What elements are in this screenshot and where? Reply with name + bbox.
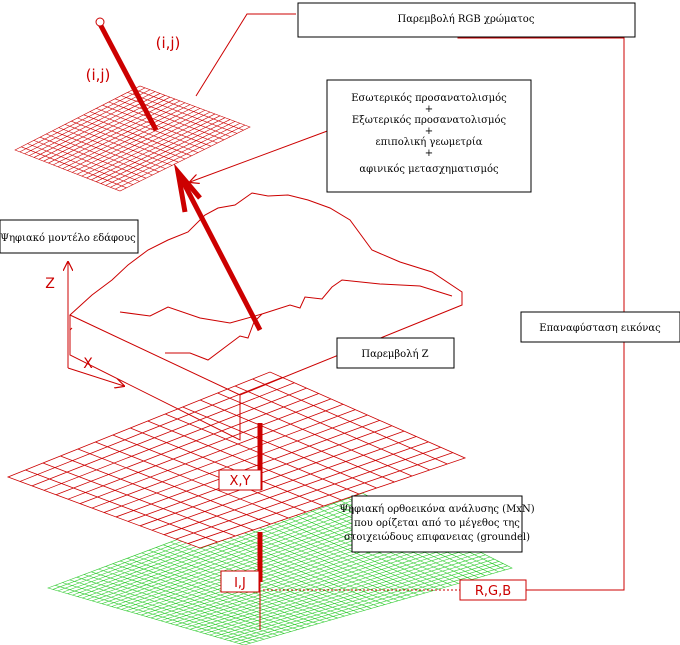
orientation-line-2: + bbox=[425, 104, 433, 115]
rgb-interp-label: Παρεμβολή RGB χρώματος bbox=[398, 14, 535, 25]
axes bbox=[68, 262, 124, 386]
projection-center bbox=[95, 17, 105, 27]
rgb-interp-box: Παρεμβολή RGB χρώματος bbox=[297, 2, 636, 38]
projection-rays bbox=[97, 22, 263, 582]
z-interp-box: Παρεμβολή Z bbox=[336, 337, 455, 369]
connector-lines bbox=[190, 13, 625, 591]
resampling-label: Επαναφύσταση εικόνας bbox=[539, 323, 661, 334]
ij-label-box: I,J bbox=[220, 570, 260, 593]
axis-x-label: X bbox=[83, 356, 93, 372]
ij-label: I,J bbox=[234, 576, 246, 591]
orientation-line-7: αφινικός μετασχηματισμός bbox=[359, 164, 499, 175]
orientation-line-3: Εξωτερικός προσανατολισμός bbox=[352, 115, 507, 126]
ij-upper-left-label: (i,j) bbox=[86, 66, 111, 84]
orthoimage-line-3: στοιχειώδους επιφανειας (groundel) bbox=[344, 532, 530, 543]
orthoimage-line-2: που ορίζεται από το μέγεθος της bbox=[354, 518, 520, 529]
z-interpolation-grid bbox=[6, 371, 467, 549]
xy-label: X,Y bbox=[230, 474, 251, 489]
image-plane-grid bbox=[14, 85, 251, 192]
resampling-box: Επαναφύσταση εικόνας bbox=[520, 311, 680, 343]
z-interp-label: Παρεμβολή Z bbox=[361, 349, 428, 360]
rgb-label-box: R,G,B bbox=[459, 579, 527, 601]
orthoimage-line-1: Ψηφιακή ορθοεικόνα ανάλυσης (MxN) bbox=[339, 504, 534, 515]
orientation-line-5: επιπολική γεωμετρία bbox=[375, 137, 482, 148]
dem-box: Ψηφιακό μοντέλο εδάφους bbox=[0, 219, 139, 254]
dem-label: Ψηφιακό μοντέλο εδάφους bbox=[0, 233, 136, 244]
rgb-label: R,G,B bbox=[475, 584, 511, 599]
axis-z-label: Z bbox=[45, 276, 55, 292]
orientation-line-6: + bbox=[425, 148, 433, 159]
orientation-line-4: + bbox=[425, 126, 433, 137]
xy-label-box: X,Y bbox=[218, 469, 262, 491]
ray-arrowhead bbox=[173, 163, 202, 213]
dem-terrain-block bbox=[69, 192, 463, 441]
ij-upper-right-label: (i,j) bbox=[156, 34, 181, 52]
orientation-box: Εσωτερικός προσανατολισμός + Εξωτερικός … bbox=[326, 79, 532, 193]
orientation-line-1: Εσωτερικός προσανατολισμός bbox=[351, 93, 507, 104]
orthoimage-box: Ψηφιακή ορθοεικόνα ανάλυσης (MxN) που ορ… bbox=[339, 495, 535, 553]
